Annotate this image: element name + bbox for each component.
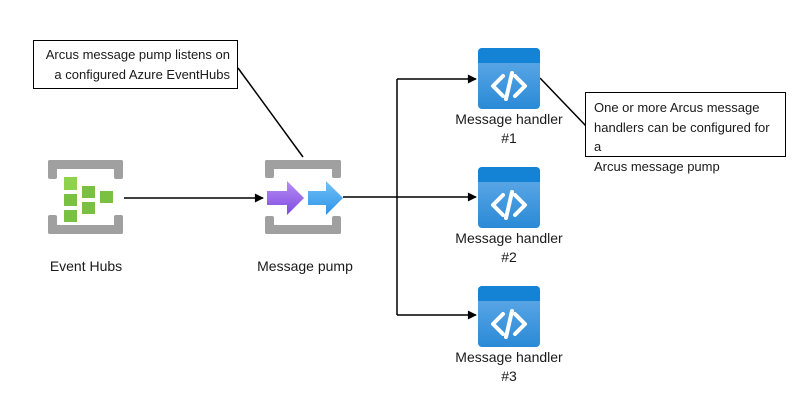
annotation-handlers-note: One or more Arcus message handlers can b… — [585, 92, 786, 174]
handler-number-text: #3 — [501, 368, 517, 384]
handler-label-text: Message handler — [455, 111, 563, 127]
annotation-line: Arcus message pump listens on — [45, 47, 230, 62]
message-pump-label: Message pump — [257, 258, 353, 274]
annotation-line: handlers can be configured for a — [594, 119, 770, 155]
event-hubs-icon — [48, 160, 123, 234]
message-handler-2-label: Message handler #2 — [448, 229, 570, 267]
callout-line-handlers-note — [539, 77, 587, 127]
handler-number-text: #2 — [501, 249, 517, 265]
annotation-line: a configured Azure EventHubs — [54, 66, 230, 82]
annotation-line: Arcus message pump — [594, 158, 720, 174]
message-handler-1-label: Message handler #1 — [448, 110, 570, 148]
callout-line-pump-note — [237, 67, 304, 158]
message-handler-3-label: Message handler #3 — [448, 348, 570, 386]
handler-label-text: Message handler — [455, 230, 563, 246]
message-handler-2-icon — [478, 167, 540, 228]
bracket-frame-icon — [265, 160, 341, 234]
message-handler-3-icon — [478, 286, 540, 347]
pump-purple-arrow-icon — [267, 181, 304, 215]
annotation-pump-note: Arcus message pump listens on a configur… — [33, 40, 238, 89]
handler-number-text: #1 — [501, 130, 517, 146]
bracket-frame-icon — [48, 160, 123, 234]
event-hubs-label: Event Hubs — [49, 258, 123, 274]
event-hubs-squares-icon — [64, 177, 113, 222]
annotation-line: One or more Arcus message — [594, 100, 760, 115]
message-handler-1-icon — [478, 48, 540, 109]
handler-label-text: Message handler — [455, 349, 563, 365]
pump-blue-arrow-icon — [308, 181, 343, 215]
message-pump-icon — [265, 160, 343, 234]
